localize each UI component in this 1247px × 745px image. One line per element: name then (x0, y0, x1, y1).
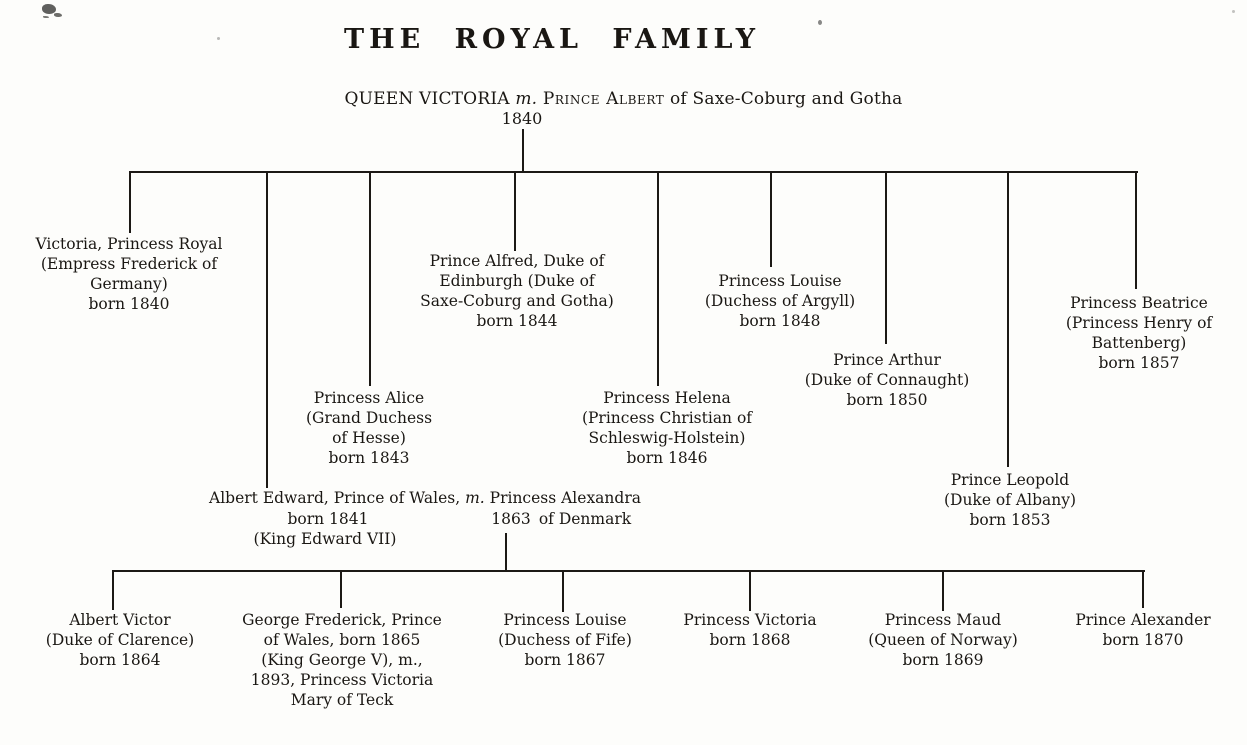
page-title: THE ROYAL FAMILY (343, 24, 761, 55)
person-line: born 1848 (739, 312, 821, 330)
person-line: born 1870 (1102, 631, 1184, 649)
person-line: Edinburgh (Duke of (439, 272, 595, 290)
person-victoria-princess-royal: Victoria, Princess Royal (Empress Freder… (35, 234, 222, 314)
person-line: George Frederick, Prince (242, 611, 442, 629)
person-line: (Duchess of Argyll) (704, 292, 856, 310)
person-line: Princess Maud (884, 611, 1002, 629)
person-line: Germany) (90, 275, 168, 293)
person-albert-victor: Albert Victor (Duke of Clarence) born 18… (46, 610, 194, 670)
person-line: Princess Louise (718, 272, 842, 290)
person-line: Mary of Teck (290, 691, 394, 709)
person-line: (Duke of Clarence) (45, 631, 195, 649)
person-line: (Princess Christian of (581, 409, 753, 427)
connector-alfred (514, 171, 516, 251)
person-line: Princess Louise (503, 611, 627, 629)
wales-marriage-year: 1863 (491, 510, 531, 528)
ink-speck (217, 37, 220, 40)
ink-smudge (42, 4, 56, 14)
person-prince-arthur: Prince Arthur (Duke of Connaught) born 1… (805, 350, 970, 410)
person-line: of Hesse) (332, 429, 406, 447)
consort-house: of Saxe-Coburg and Gotha (670, 89, 903, 109)
person-line: Princess Victoria (683, 611, 817, 629)
person-line: (Duke of Albany) (943, 491, 1077, 509)
connector-gen2-bar (129, 171, 1138, 173)
person-line: born 1868 (709, 631, 791, 649)
connector-george (340, 570, 342, 608)
person-line: born 1869 (902, 651, 984, 669)
connector-gen3-bar (113, 570, 1145, 572)
person-albert-edward: Albert Edward, Prince of Wales, (209, 489, 461, 507)
connector-alexander (1142, 570, 1144, 608)
connector-leopold (1007, 171, 1009, 467)
person-line: (King George V), m., (261, 651, 423, 669)
person-line: Princess Beatrice (1070, 294, 1208, 312)
person-princess-maud: Princess Maud (Queen of Norway) born 186… (868, 610, 1018, 670)
person-line: Prince Leopold (950, 471, 1070, 489)
connector-helena (657, 171, 659, 386)
marriage-abbreviation: m. (515, 89, 538, 109)
connector-beatrice (1135, 171, 1137, 289)
consort-name: Prince Albert (542, 89, 665, 109)
person-line: born 1843 (328, 449, 410, 467)
person-line: Victoria, Princess Royal (35, 235, 223, 253)
connector-victoria-pr (129, 171, 131, 233)
connector-arthur (885, 171, 887, 344)
person-line: (Grand Duchess (305, 409, 433, 427)
person-line: born 1867 (524, 651, 606, 669)
person-princess-beatrice: Princess Beatrice (Princess Henry of Bat… (1066, 293, 1212, 373)
root-couple-heading: QUEEN VICTORIA m. Prince Albert of Saxe-… (0, 89, 1247, 109)
connector-albert-edward (266, 171, 268, 488)
person-princess-alice: Princess Alice (Grand Duchess of Hesse) … (306, 388, 432, 468)
person-line: (Duchess of Fife) (498, 631, 632, 649)
person-prince-alfred: Prince Alfred, Duke of Edinburgh (Duke o… (420, 251, 614, 331)
person-line: born 1857 (1098, 354, 1180, 372)
person-line: born 1840 (88, 295, 170, 313)
person-line: of Wales, born 1865 (263, 631, 421, 649)
connector-victoria-1868 (749, 570, 751, 611)
person-line: Saxe-Coburg and Gotha) (420, 292, 614, 310)
alexandra-place: of Denmark (538, 510, 632, 528)
person-line: (Queen of Norway) (868, 631, 1018, 649)
connector-albert-victor (112, 570, 114, 610)
person-line: Prince Arthur (833, 351, 941, 369)
person-line: Battenberg) (1091, 334, 1187, 352)
connector-maud (942, 570, 944, 611)
person-princess-victoria: Princess Victoria born 1868 (683, 610, 816, 650)
person-line: Princess Alice (313, 389, 425, 407)
queen-name: QUEEN VICTORIA (344, 89, 510, 109)
person-alexandra: Princess Alexandra (489, 489, 641, 507)
person-line: (Empress Frederick of (40, 255, 218, 273)
root-marriage-year: 1840 (501, 109, 543, 128)
person-princess-louise-fife: Princess Louise (Duchess of Fife) born 1… (498, 610, 632, 670)
person-line: born 1864 (79, 651, 161, 669)
person-line: born 1850 (846, 391, 928, 409)
person-line: Princess Helena (603, 389, 731, 407)
ink-speck (818, 20, 822, 25)
person-princess-helena: Princess Helena (Princess Christian of S… (582, 388, 752, 468)
connector-alice (369, 171, 371, 386)
person-line: born 1853 (969, 511, 1051, 529)
connector-wales-stem (505, 533, 507, 571)
person-prince-alexander: Prince Alexander born 1870 (1075, 610, 1210, 650)
person-line: Prince Alexander (1075, 611, 1211, 629)
person-princess-louise-argyll: Princess Louise (Duchess of Argyll) born… (705, 271, 855, 331)
connector-louise-fife (562, 570, 564, 612)
connector-louise-argyll (770, 171, 772, 267)
connector-root-stem (522, 129, 524, 172)
wales-king-title: (King Edward VII) (253, 530, 397, 548)
person-line: (Duke of Connaught) (804, 371, 970, 389)
person-line: Prince Alfred, Duke of (429, 252, 605, 270)
marriage-abbreviation: m. (465, 489, 485, 507)
person-prince-leopold: Prince Leopold (Duke of Albany) born 185… (944, 470, 1076, 530)
person-line: Schleswig-Holstein) (588, 429, 746, 447)
person-george-frederick: George Frederick, Prince of Wales, born … (242, 610, 442, 710)
person-line: (Princess Henry of (1065, 314, 1213, 332)
wales-marriage-line: Albert Edward, Prince of Wales, m. Princ… (209, 488, 641, 508)
wales-born-year: born 1841 (287, 510, 369, 528)
person-line: born 1846 (626, 449, 708, 467)
person-line: born 1844 (476, 312, 558, 330)
ink-speck (1232, 10, 1235, 13)
person-line: Albert Victor (69, 611, 171, 629)
person-line: 1893, Princess Victoria (250, 671, 434, 689)
